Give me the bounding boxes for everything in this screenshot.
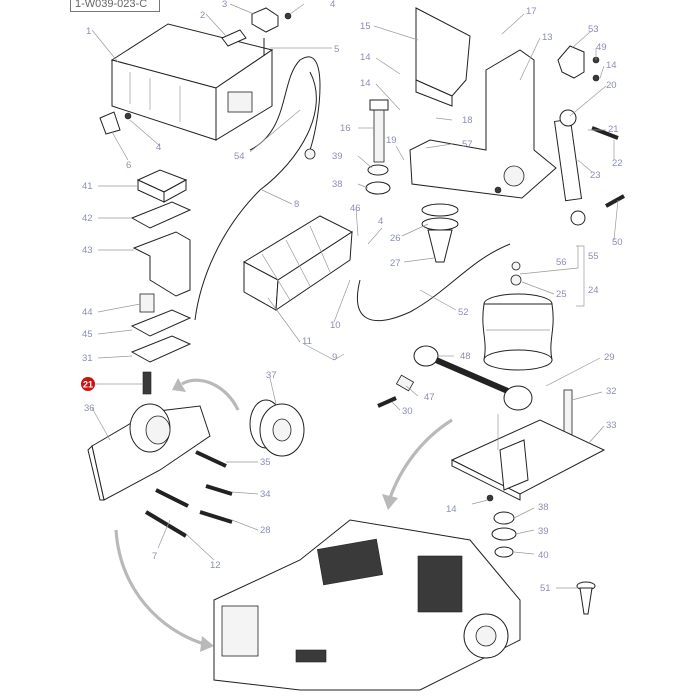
callout-label: 21 (608, 124, 619, 135)
callout-label: 38 (332, 179, 343, 190)
callout-label: 4 (156, 142, 161, 153)
callout-label: 17 (526, 6, 537, 17)
callout-label: 20 (606, 80, 617, 91)
callout-label: 14 (360, 52, 371, 63)
rubber-cone-stack (421, 203, 459, 263)
callout-label: 33 (606, 420, 617, 431)
flow-arrows (114, 378, 453, 652)
callout-label: 3 (222, 0, 227, 10)
callout-label: 36 (84, 403, 95, 414)
callout-label: 53 (588, 24, 599, 35)
valve-block (242, 215, 354, 311)
callout-label: 9 (332, 352, 337, 363)
callout-label: 23 (590, 170, 601, 181)
callout-label: 55 (588, 251, 599, 262)
callout-label: 52 (458, 307, 469, 318)
callout-label: 38 (538, 502, 549, 513)
callout-label: 14 (360, 78, 371, 89)
rubber-stack-lower (486, 494, 517, 558)
leader-lines (91, 3, 619, 589)
callout-label: 27 (390, 258, 401, 269)
callout-label: 43 (82, 245, 93, 256)
callout-label: 44 (82, 307, 93, 318)
reference-code: 1-W039-023-C (70, 0, 160, 12)
callout-label: 26 (390, 233, 401, 244)
callout-label: 14 (446, 504, 457, 515)
tractor-transmission (213, 519, 521, 691)
callout-label: 14 (606, 60, 617, 71)
callout-label: 25 (556, 289, 567, 300)
callout-label: 30 (402, 406, 413, 417)
callout-label: 49 (596, 42, 607, 53)
callout-label: 22 (612, 158, 623, 169)
callout-label: 18 (462, 115, 473, 126)
callout-label: 28 (260, 525, 271, 536)
callout-label: 41 (82, 181, 93, 192)
callout-label: 13 (542, 32, 553, 43)
callout-labels: 1 2 3 4 5 6 4 54 8 41 42 43 44 45 31 37 … (82, 0, 623, 594)
battery-box (110, 23, 274, 141)
callout-label: 1 (86, 26, 91, 37)
callout-label: 11 (302, 336, 312, 347)
callout-label: 10 (330, 320, 341, 331)
mount-stack-left (130, 169, 192, 395)
callout-label: 12 (210, 560, 221, 571)
callout-label: 39 (538, 526, 549, 537)
callout-label: 19 (386, 135, 397, 146)
rubber-bushing (249, 399, 305, 457)
callout-label: 56 (556, 257, 567, 268)
air-spring (482, 261, 554, 371)
callout-label: 57 (462, 139, 473, 150)
callout-label: 16 (340, 123, 351, 134)
callout-label: 24 (588, 285, 599, 296)
bolts-left (144, 450, 233, 538)
callout-label: 2 (200, 10, 205, 21)
callout-label: 54 (234, 151, 245, 162)
highlight-marker[interactable] (81, 377, 95, 391)
callout-label: 4 (378, 216, 383, 227)
main-right-bracket (409, 49, 557, 199)
callout-label: 7 (152, 551, 157, 562)
callout-label: 8 (294, 199, 299, 210)
callout-label: 32 (606, 386, 617, 397)
callout-label: 39 (332, 151, 343, 162)
mounting-plate (450, 419, 606, 501)
callout-label: 40 (538, 550, 549, 561)
callout-label: 42 (82, 213, 93, 224)
callout-label: 15 (360, 21, 371, 32)
callout-label: 50 (612, 237, 623, 248)
callout-label: 35 (260, 457, 271, 468)
highlight-marker-label: 21 (83, 380, 93, 390)
callout-label: 5 (334, 44, 339, 55)
pin-51 (576, 581, 596, 615)
callout-label: 4 (330, 0, 335, 10)
callout-label: 29 (604, 352, 615, 363)
front-axle-bracket (87, 403, 211, 501)
callout-label: 34 (260, 489, 271, 500)
callout-label: 37 (266, 370, 277, 381)
shock-damper (553, 109, 586, 226)
upright-bracket (415, 7, 471, 107)
callout-label: 48 (460, 351, 471, 362)
callout-label: 31 (82, 353, 93, 364)
small-bracket-parts (99, 7, 292, 135)
callout-label: 45 (82, 329, 93, 340)
callout-label: 51 (540, 583, 551, 594)
callout-label: 6 (126, 160, 131, 171)
callout-label: 47 (424, 392, 435, 403)
callout-label: 46 (350, 203, 361, 214)
